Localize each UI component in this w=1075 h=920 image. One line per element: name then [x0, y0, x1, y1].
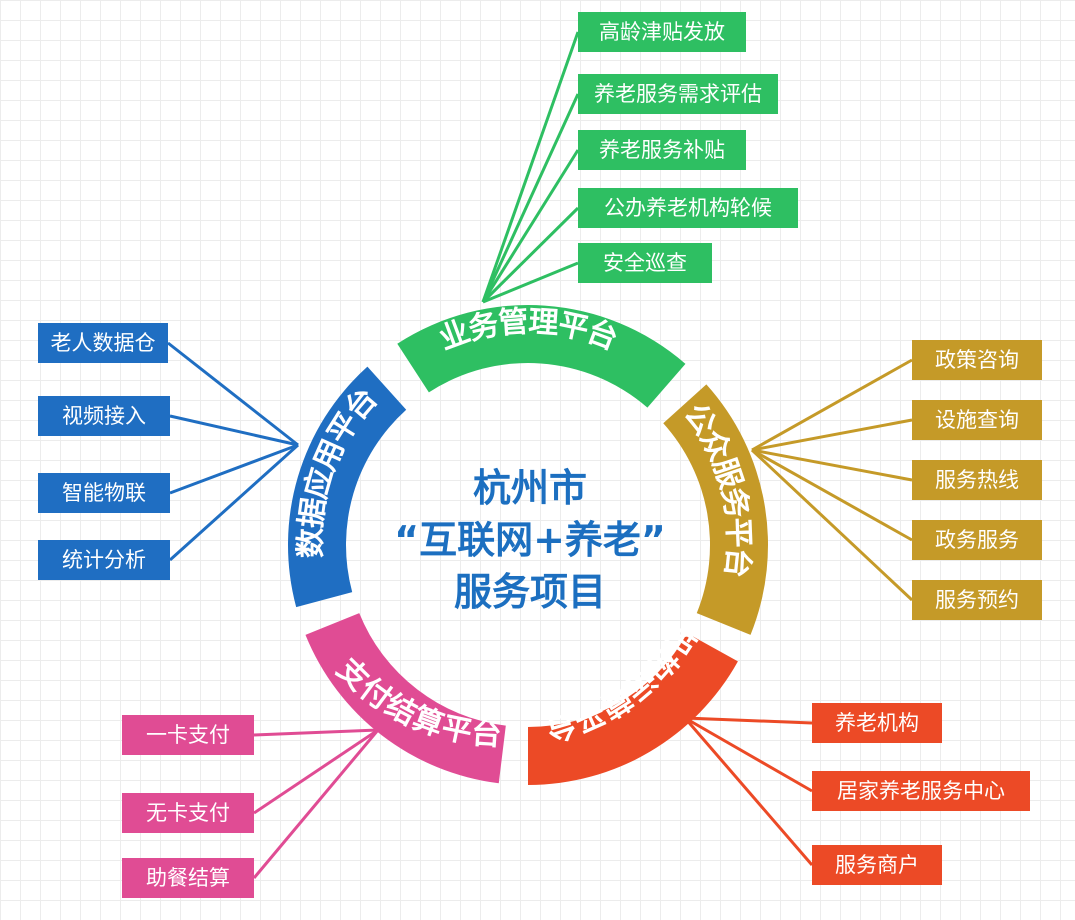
- item-elderly-care-subsidy: 养老服务补贴: [578, 130, 746, 170]
- platform-segment-public: [663, 384, 769, 635]
- item-smart-iot: 智能物联: [38, 473, 170, 513]
- item-safety-patrol: 安全巡查: [578, 243, 712, 283]
- item-cardless-payment: 无卡支付: [122, 793, 254, 833]
- platform-segment-payment: [305, 613, 506, 784]
- connector-line-payment-14: [253, 728, 379, 815]
- platform-segment-institution: [528, 633, 738, 785]
- item-home-care-center: 居家养老服务中心: [812, 771, 1030, 811]
- center-title-line-2: “互联网+养老”: [394, 518, 666, 562]
- item-service-booking: 服务预约: [912, 580, 1042, 620]
- center-title: 杭州市 “互联网+养老” 服务项目: [360, 462, 700, 618]
- item-senior-allowance: 高龄津贴发放: [578, 12, 746, 52]
- item-video-access: 视频接入: [38, 396, 170, 436]
- connector-line-data-16: [167, 341, 299, 447]
- item-elderly-care-assessment: 养老服务需求评估: [578, 74, 778, 114]
- center-title-line-3: 服务项目: [453, 570, 606, 614]
- connector-line-business-1: [481, 93, 580, 303]
- connector-line-public-7: [751, 448, 913, 482]
- connector-line-public-9: [750, 448, 914, 602]
- connector-line-public-8: [751, 448, 913, 542]
- item-elderly-institution: 养老机构: [812, 703, 942, 743]
- connector-line-public-6: [751, 418, 913, 452]
- connector-line-business-4: [482, 261, 579, 304]
- item-public-institution-queue: 公办养老机构轮候: [578, 188, 798, 228]
- item-service-hotline: 服务热线: [912, 460, 1042, 500]
- platform-ring: [287, 305, 769, 785]
- item-policy-consult: 政策咨询: [912, 340, 1042, 380]
- connector-line-public-5: [751, 358, 913, 452]
- connector-line-institution-12: [683, 717, 814, 866]
- item-facility-query: 设施查询: [912, 400, 1042, 440]
- item-meal-settlement: 助餐结算: [122, 858, 254, 898]
- connector-lines: [167, 31, 914, 879]
- item-service-merchant: 服务商户: [812, 845, 942, 885]
- connector-line-business-3: [481, 206, 580, 304]
- item-elderly-data-warehouse: 老人数据仓: [38, 323, 168, 363]
- item-government-service: 政务服务: [912, 520, 1042, 560]
- connector-line-data-19: [168, 443, 300, 562]
- connector-line-business-0: [481, 31, 580, 303]
- center-title-line-1: 杭州市: [472, 466, 587, 510]
- connector-line-business-2: [481, 149, 580, 303]
- connector-line-payment-13: [253, 728, 379, 737]
- connector-line-payment-15: [252, 729, 380, 879]
- connector-line-data-18: [169, 443, 299, 495]
- connector-line-institution-10: [684, 716, 813, 725]
- connector-line-data-17: [169, 414, 299, 447]
- connector-line-institution-11: [684, 716, 813, 793]
- item-card-payment: 一卡支付: [122, 715, 254, 755]
- item-statistics-analysis: 统计分析: [38, 540, 170, 580]
- platform-segment-business: [397, 305, 686, 408]
- platform-segment-data: [287, 366, 407, 608]
